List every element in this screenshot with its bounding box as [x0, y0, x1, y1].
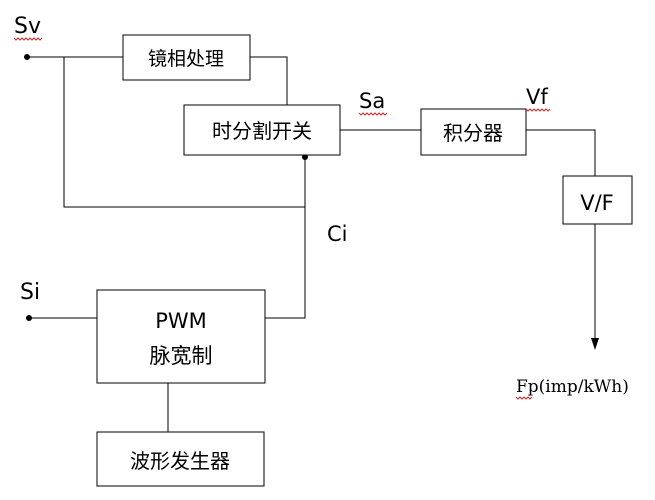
- output-label-underline: [515, 396, 533, 400]
- mirror-block-label: 镜相处理: [148, 48, 224, 70]
- sv-input-dot: [24, 54, 30, 60]
- wire-integrator-to-vf: [526, 129, 596, 176]
- wire-pwm-to-switch-ci: [265, 157, 306, 319]
- waveform-block: 波形发生器: [96, 431, 265, 487]
- pwm-block-subtitle: 脉宽制: [150, 344, 213, 368]
- vf-block-label: V/F: [580, 191, 614, 215]
- signal-sv-underline: [13, 37, 43, 41]
- signal-vf-underline: [525, 108, 551, 112]
- signal-sa-label: Sa: [359, 89, 385, 113]
- si-input-dot: [26, 315, 32, 321]
- wire-mirror-to-switch: [250, 56, 288, 105]
- signal-si-label: Si: [20, 280, 40, 305]
- signal-sa-underline: [358, 112, 388, 116]
- signal-ci-label: Ci: [327, 222, 348, 246]
- integrator-block-label: 积分器: [443, 121, 503, 145]
- vf-block: V/F: [562, 175, 633, 225]
- waveform-block-label: 波形发生器: [130, 449, 230, 473]
- mirror-block: 镜相处理: [122, 34, 251, 81]
- output-label: Fp(imp/kWh): [516, 377, 629, 397]
- output-arrowhead: [591, 338, 599, 350]
- signal-vf-label: Vf: [526, 85, 548, 109]
- switch-block: 时分割开关: [183, 104, 341, 156]
- pwm-block: PWM 脉宽制: [96, 289, 266, 384]
- wires: [27, 56, 599, 432]
- signal-sv-label: Sv: [14, 14, 41, 39]
- switch-block-label: 时分割开关: [212, 119, 312, 143]
- pwm-block-title: PWM: [155, 309, 207, 333]
- integrator-block: 积分器: [420, 108, 527, 156]
